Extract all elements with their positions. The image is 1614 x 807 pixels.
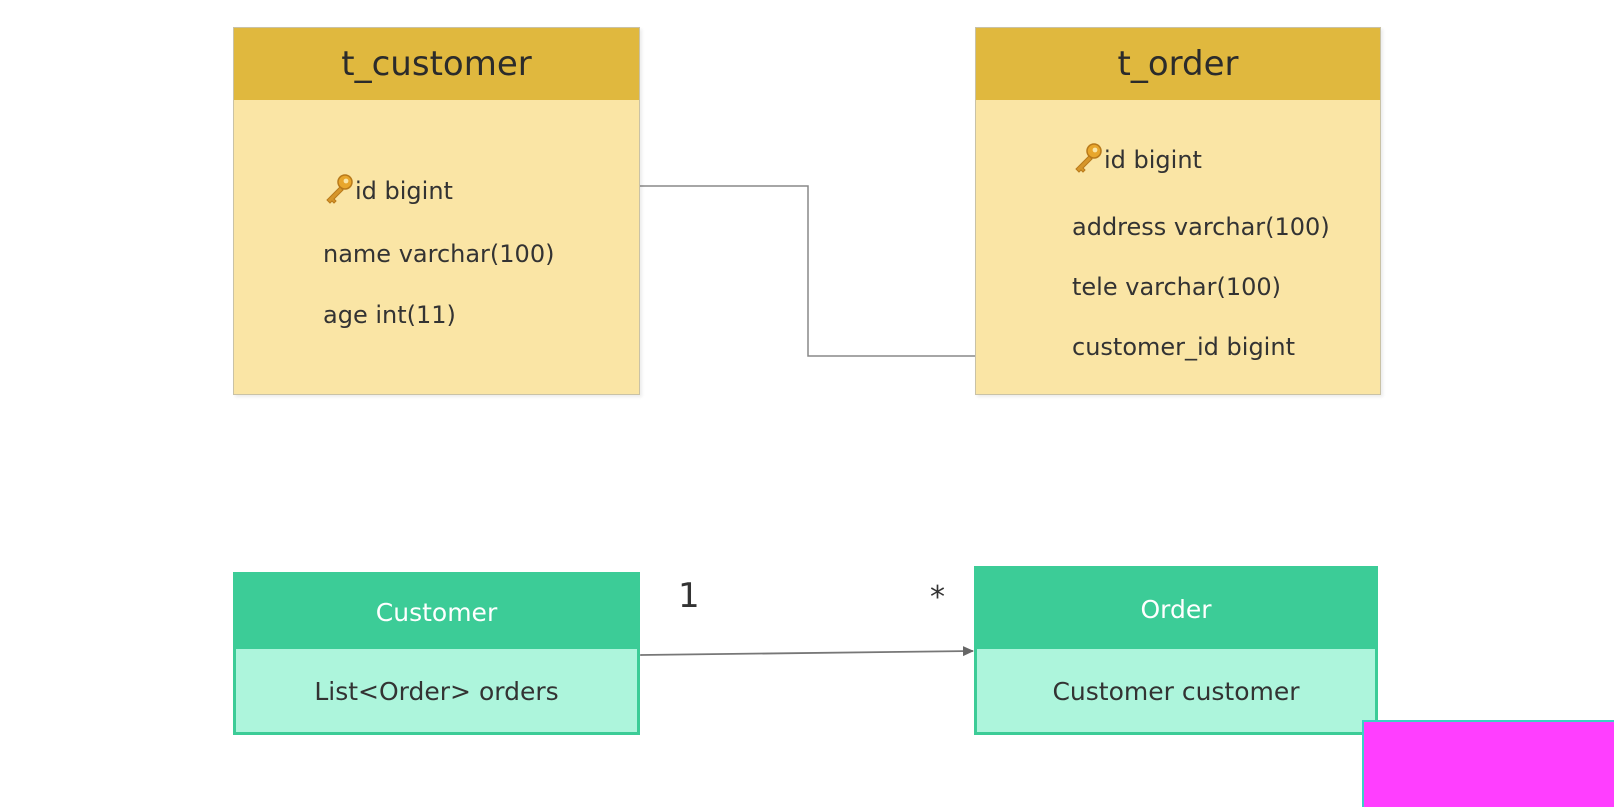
field-tele: tele varchar(100) [1072, 273, 1282, 301]
multiplicity-right: * [930, 580, 945, 615]
key-icon [1072, 142, 1104, 174]
field-label: id bigint [1104, 146, 1202, 174]
class-name: Customer [236, 575, 637, 649]
magenta-overlay-block [1362, 720, 1614, 807]
field-age: age int(11) [323, 301, 456, 329]
field-id: id bigint [323, 173, 453, 205]
table-title: t_customer [234, 28, 639, 100]
multiplicity-left: 1 [678, 576, 700, 616]
association-arrow[interactable] [630, 646, 974, 661]
foreign-key-connector[interactable] [640, 185, 975, 357]
class-attribute: Customer customer [1052, 676, 1300, 706]
table-title: t_order [976, 28, 1380, 100]
field-address: address varchar(100) [1072, 213, 1330, 241]
field-name: name varchar(100) [323, 240, 555, 268]
field-label: id bigint [355, 177, 453, 205]
key-icon [323, 173, 355, 205]
table-t-customer[interactable]: t_customer id bigint name varchar(100) a… [233, 27, 640, 395]
class-order[interactable]: Order Customer customer [974, 566, 1378, 735]
class-customer[interactable]: Customer List<Order> orders [233, 572, 640, 735]
class-name: Order [977, 569, 1375, 649]
field-customer-id: customer_id bigint [1072, 333, 1295, 361]
class-attribute: List<Order> orders [314, 676, 559, 706]
table-t-order[interactable]: t_order id bigint address varchar(100) t… [975, 27, 1381, 395]
field-id: id bigint [1072, 142, 1202, 174]
